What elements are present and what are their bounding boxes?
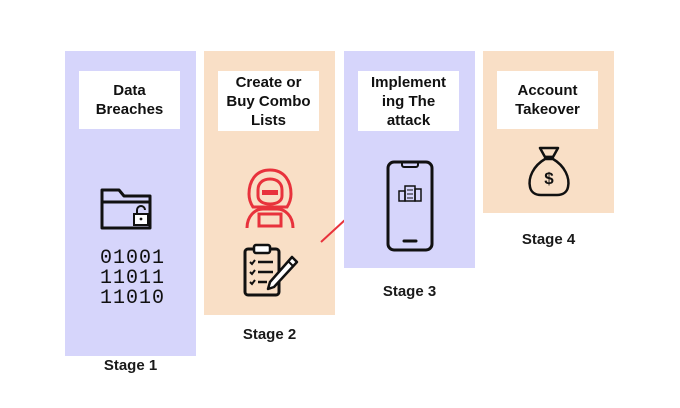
stage-4-title: Account Takeover	[497, 71, 598, 129]
stage-2-title-line-1: Create or	[235, 73, 302, 91]
binary-code-icon: 01001 11011 11010	[100, 249, 165, 309]
stage-1-panel: Data Breaches	[65, 51, 196, 356]
stage-2-title-line-3: Lists	[250, 111, 286, 129]
money-bag-icon: $	[528, 146, 570, 197]
stage-3-title: Implement ing The attack	[358, 71, 459, 131]
stage-4-title-line-2: Takeover	[515, 101, 580, 118]
stage-1-title-line-1: Data	[113, 82, 146, 99]
smartphone-icon	[386, 160, 434, 252]
stage-4-label: Stage 4	[521, 231, 576, 248]
svg-text:$: $	[544, 169, 554, 188]
stage-1-title: Data Breaches	[79, 71, 180, 129]
binary-line-1: 01001	[100, 247, 166, 270]
stage-3-label: Stage 3	[382, 283, 437, 300]
stage-4-panel: Account Takeover	[483, 51, 614, 213]
clipboard-list-icon	[243, 243, 299, 297]
stage-1-label: Stage 1	[103, 357, 158, 374]
stage-2-title: Create or Buy Combo Lists	[218, 71, 319, 131]
stage-2-label: Stage 2	[242, 326, 297, 343]
stage-3-title-line-3: attack	[386, 111, 431, 129]
binary-line-3: 11010	[100, 287, 166, 310]
folder-lock-icon	[100, 188, 152, 230]
stage-3-title-line-2: ing The	[381, 92, 436, 110]
stage-1-title-line-2: Breaches	[95, 101, 164, 118]
stage-2-title-line-2: Buy Combo	[226, 92, 311, 110]
stage-3-panel: Implement ing The attack	[344, 51, 475, 268]
stage-4-title-line-1: Account	[517, 82, 578, 99]
hacker-icon	[245, 168, 295, 229]
binary-line-2: 11011	[100, 267, 166, 290]
stage-3-title-line-1: Implement	[370, 73, 446, 91]
